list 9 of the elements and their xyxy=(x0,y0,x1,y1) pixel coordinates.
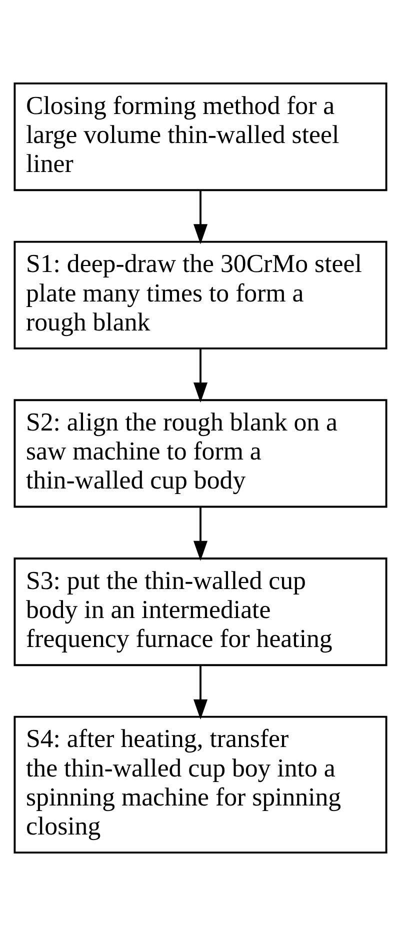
arrow xyxy=(193,348,208,402)
node-box: Closing forming method for a large volume thin-walled steel liner xyxy=(14,82,388,191)
arrow xyxy=(193,506,208,560)
node-box: S3: put the thin-walled cup body in an intermediate frequency furnace for heating xyxy=(14,557,388,666)
arrow xyxy=(193,190,208,244)
node-box: S2: align the rough blank on a saw machine to form a thin-walled cup body xyxy=(14,398,388,508)
arrow xyxy=(193,664,208,719)
node-box: S1: deep-draw the 30CrMo steel plate many times to form a rough blank xyxy=(14,240,388,349)
node-box: S4: after heating, transfer the thin-walled cup boy into a spinning machine for spinning closing xyxy=(14,715,388,853)
